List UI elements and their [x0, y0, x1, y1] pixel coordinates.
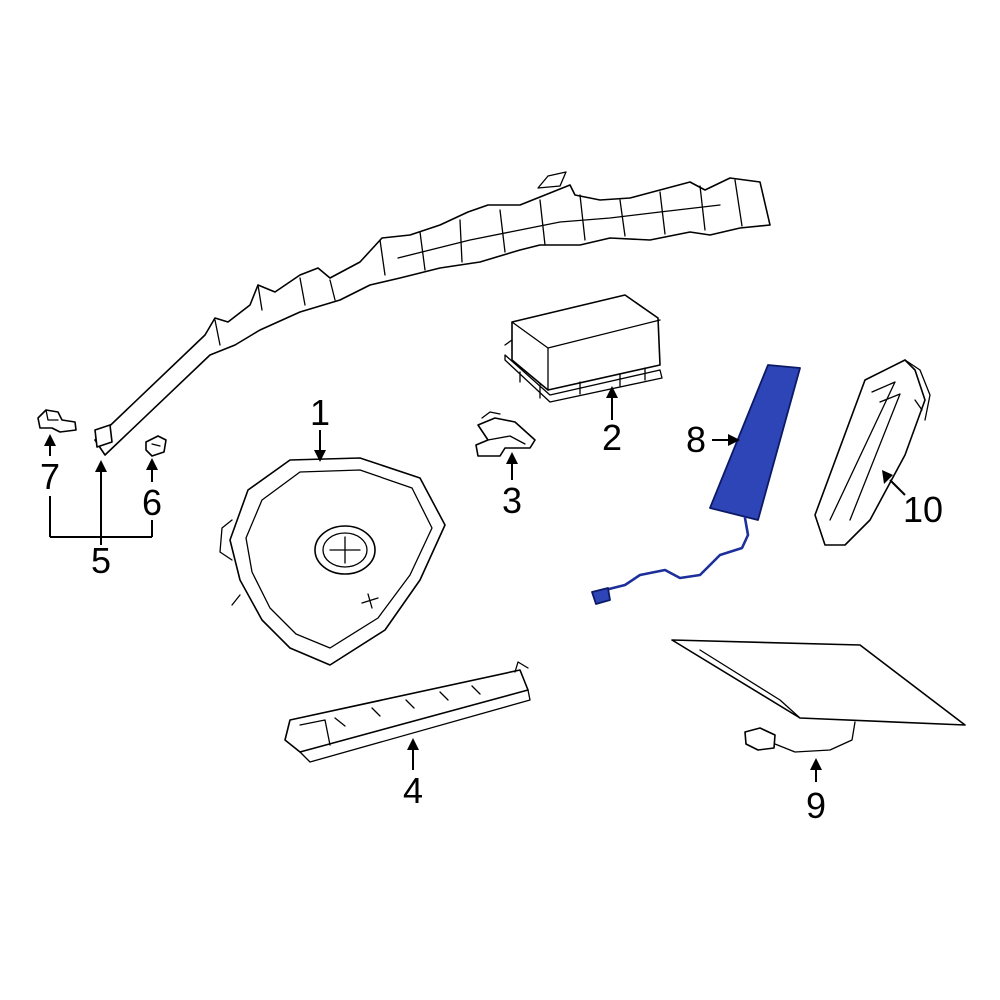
seat-airbag-frame[interactable] — [814, 359, 931, 546]
seat-side-airbag[interactable] — [591, 364, 801, 605]
callout-5: 5 — [91, 540, 111, 581]
callout-10: 10 — [903, 489, 943, 530]
sensor-bracket-3[interactable] — [475, 411, 536, 457]
clip-7[interactable] — [37, 409, 77, 433]
callout-3: 3 — [502, 480, 522, 521]
knee-airbag[interactable] — [284, 661, 531, 763]
callout-8: 8 — [686, 419, 706, 460]
callout-9: 9 — [806, 785, 826, 826]
callout-leaders — [44, 386, 906, 782]
callout-7: 7 — [40, 456, 60, 497]
passenger-airbag[interactable] — [504, 294, 663, 403]
callout-labels: 1 2 3 4 5 6 7 8 9 10 — [40, 392, 943, 826]
callout-4: 4 — [403, 770, 423, 811]
clip-6[interactable] — [145, 435, 167, 457]
callout-6: 6 — [142, 482, 162, 523]
callout-2: 2 — [602, 417, 622, 458]
curtain-airbag[interactable] — [94, 171, 771, 456]
seat-cushion-airbag[interactable] — [671, 639, 966, 753]
callout-1: 1 — [310, 392, 330, 433]
driver-airbag[interactable] — [219, 457, 446, 666]
